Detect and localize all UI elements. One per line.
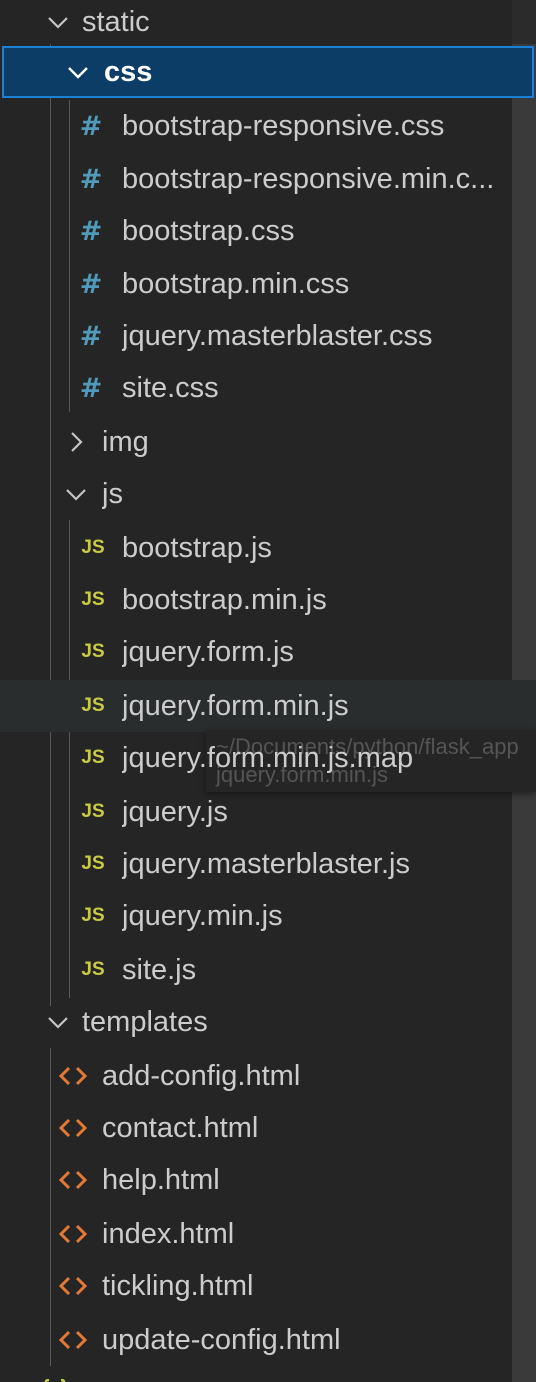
file-label: tickling.html [102, 1270, 254, 1302]
file-item[interactable]: help.html [0, 1154, 512, 1206]
hover-tooltip: ~/Documents/python/flask_app jquery.form… [206, 730, 536, 792]
js-file-icon: JS [81, 589, 105, 610]
folder-css[interactable]: css [2, 46, 534, 98]
file-item[interactable]: JS jquery.form.js [0, 626, 512, 678]
folder-templates[interactable]: templates [0, 996, 512, 1048]
html-file-icon [58, 1113, 88, 1143]
folder-label: static [82, 6, 150, 38]
folder-label: img [102, 426, 149, 458]
file-label: bootstrap.js [122, 532, 272, 564]
file-label: jquery.masterblaster.js [122, 848, 410, 880]
file-item[interactable]: JS jquery.js [0, 786, 512, 838]
folder-label: js [102, 478, 123, 510]
chevron-down-icon[interactable] [46, 1010, 70, 1034]
js-file-icon: JS [81, 695, 105, 716]
file-item[interactable]: add-config.html [0, 1050, 512, 1102]
file-label: index.html [102, 1218, 235, 1250]
chevron-right-icon[interactable] [64, 430, 88, 454]
file-item[interactable]: update-config.html [0, 1314, 512, 1366]
file-item[interactable]: JS site.js [0, 944, 512, 996]
file-item[interactable]: JS jquery.masterblaster.js [0, 838, 512, 890]
file-item[interactable]: JS jquery.form.min.js [0, 680, 536, 732]
file-item[interactable]: # bootstrap.min.css [0, 258, 512, 310]
folder-static[interactable]: static [0, 0, 512, 48]
html-file-icon [58, 1219, 88, 1249]
chevron-down-icon[interactable] [46, 10, 70, 34]
file-item[interactable]: # site.css [0, 362, 512, 414]
file-item[interactable]: # bootstrap-responsive.css [0, 100, 512, 152]
file-label: bootstrap.min.css [122, 268, 350, 300]
js-file-icon: JS [81, 853, 105, 874]
css-file-icon: # [79, 268, 103, 300]
css-file-icon: # [79, 163, 103, 195]
html-file-icon [58, 1325, 88, 1355]
tooltip-path: ~/Documents/python/flask_app [216, 734, 519, 759]
file-label: help.html [102, 1164, 220, 1196]
file-label: jquery.form.min.js.map [122, 742, 414, 774]
css-file-icon: # [79, 372, 103, 404]
indent-guide [69, 520, 70, 998]
folder-img[interactable]: img [0, 416, 512, 468]
chevron-down-icon[interactable] [66, 60, 90, 84]
file-label: jquery.form.min.js [122, 690, 349, 722]
indent-guide [50, 44, 51, 1006]
indent-guide [50, 1048, 51, 1366]
file-label: bootstrap-responsive.min.c... [122, 163, 495, 195]
partial-json-icon [40, 1374, 70, 1382]
file-item[interactable]: # bootstrap-responsive.min.c... [0, 153, 512, 205]
file-item[interactable]: JS jquery.min.js [0, 890, 512, 942]
folder-js[interactable]: js [0, 468, 512, 520]
file-item[interactable]: JS jquery.form.min.js.map [0, 732, 512, 784]
js-file-icon: JS [81, 959, 105, 980]
folder-label: templates [82, 1006, 208, 1038]
file-item[interactable]: contact.html [0, 1102, 512, 1154]
file-item[interactable]: # jquery.masterblaster.css [0, 310, 512, 362]
file-item[interactable]: JS bootstrap.min.js [0, 574, 512, 626]
js-file-icon: JS [81, 905, 105, 926]
js-file-icon: JS [81, 801, 105, 822]
file-item[interactable]: tickling.html [0, 1260, 512, 1312]
file-label: jquery.js [122, 796, 228, 828]
css-file-icon: # [79, 320, 103, 352]
file-label: bootstrap.css [122, 215, 295, 247]
indent-guide [69, 100, 70, 412]
tooltip-filename: jquery.form.min.js [216, 762, 388, 787]
file-label: update-config.html [102, 1324, 341, 1356]
file-item[interactable]: # bootstrap.css [0, 205, 512, 257]
js-file-icon: JS [81, 747, 105, 768]
file-label: bootstrap-responsive.css [122, 110, 445, 142]
file-item[interactable]: index.html [0, 1208, 512, 1260]
file-label: contact.html [102, 1112, 259, 1144]
html-file-icon [58, 1165, 88, 1195]
html-file-icon [58, 1271, 88, 1301]
file-label: site.js [122, 954, 197, 986]
file-label: add-config.html [102, 1060, 301, 1092]
js-file-icon: JS [81, 537, 105, 558]
file-label: jquery.form.js [122, 636, 294, 668]
folder-label: css [104, 56, 153, 88]
file-label: jquery.min.js [122, 900, 283, 932]
css-file-icon: # [79, 110, 103, 142]
html-file-icon [58, 1061, 88, 1091]
css-file-icon: # [79, 215, 103, 247]
file-label: site.css [122, 372, 219, 404]
file-label: bootstrap.min.js [122, 584, 327, 616]
js-file-icon: JS [81, 641, 105, 662]
file-item[interactable]: JS bootstrap.js [0, 522, 512, 574]
file-label: jquery.masterblaster.css [122, 320, 433, 352]
chevron-down-icon[interactable] [64, 482, 88, 506]
